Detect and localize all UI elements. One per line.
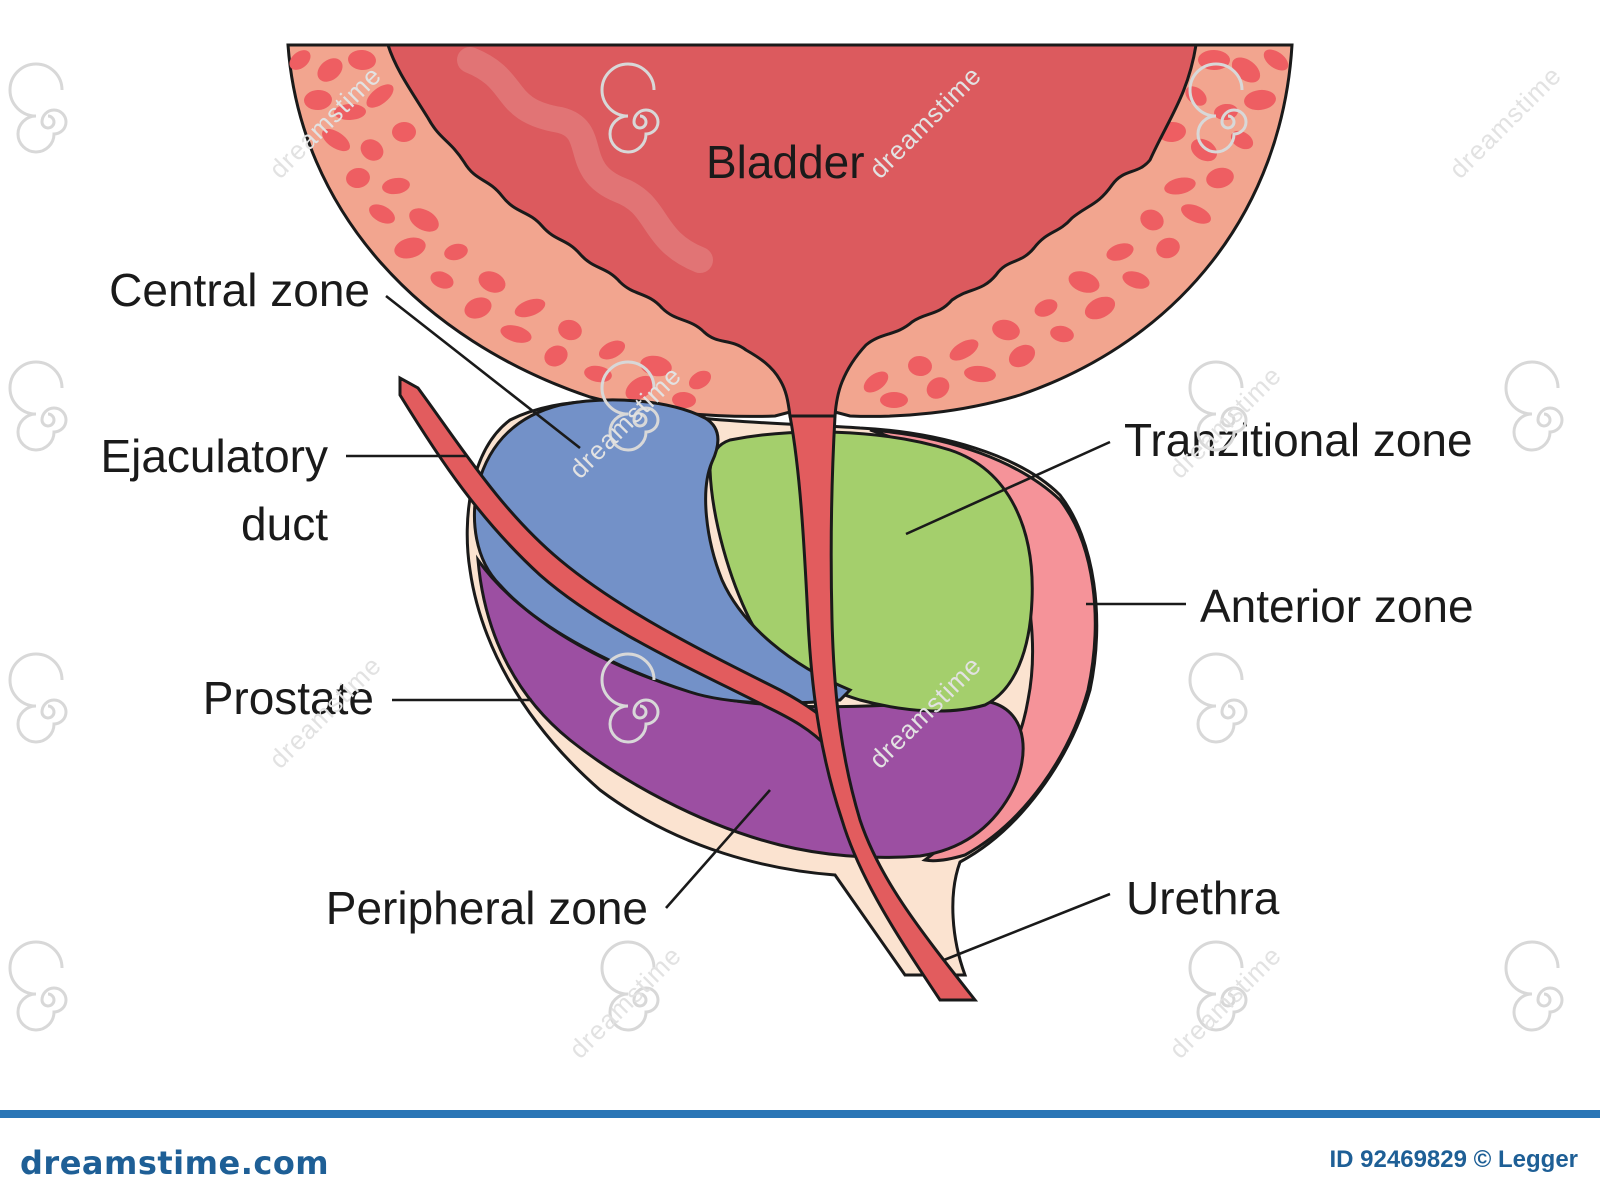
watermark-spiral-icon	[1188, 652, 1248, 744]
bladder-wall-cell	[430, 271, 454, 289]
bladder-wall-cell	[392, 121, 416, 143]
watermark-spiral-icon	[1504, 360, 1564, 452]
bladder-wall-cell	[544, 345, 568, 367]
bladder-wall-cell	[334, 103, 366, 121]
bladder-wall-cell	[1206, 167, 1234, 189]
label-central-zone: Central zone	[109, 264, 370, 316]
watermark-spiral-icon	[1188, 360, 1248, 452]
bladder-wall-cell	[409, 208, 439, 232]
bladder-wall-cell	[478, 271, 506, 293]
watermark-text: dreamstime	[1443, 60, 1567, 184]
bladder-wall-cell	[1106, 243, 1134, 261]
bladder-wall-cell	[346, 167, 370, 189]
bladder-wall-cell	[863, 371, 889, 393]
transitional-zone	[708, 430, 1034, 713]
bladder-wall-cell	[500, 325, 532, 343]
bladder-wall-cell	[289, 50, 311, 70]
bladder-wall-cell	[514, 298, 546, 318]
bladder-wall-cell	[1034, 299, 1058, 317]
bladder-wall-cell	[322, 128, 350, 152]
prostate-anatomy-diagram: Bladder Central zone Ejaculatory duct Pr…	[8, 43, 1567, 1064]
bladder-wall-cell	[304, 89, 332, 111]
bladder-wall-cell	[444, 243, 468, 261]
watermark-spiral-icon	[600, 940, 660, 1032]
watermark-spiral-icon	[8, 652, 68, 744]
bladder-wall-cell	[558, 319, 582, 341]
footer: dreamstime.com ID 92469829 © Legger	[0, 1110, 1600, 1199]
bladder-wall-cell	[1244, 89, 1276, 111]
watermark-spiral-icon	[600, 360, 660, 452]
bladder-wall-cell	[1122, 271, 1150, 289]
bladder-wall-cell	[880, 392, 908, 408]
bladder-wall-cell	[1190, 138, 1218, 162]
bladder-wall-cell	[464, 297, 492, 319]
bladder-wall-cell	[1068, 271, 1100, 293]
bladder-wall-cell	[908, 355, 932, 377]
bladder-wall-cell	[1164, 177, 1196, 195]
label-ejaculatory-duct-line1: Ejaculatory	[100, 430, 328, 482]
footer-bar	[0, 1110, 1600, 1118]
watermark-spiral-icon	[600, 62, 660, 154]
bladder-wall-cell	[1140, 209, 1164, 231]
footer-logo: dreamstime.com	[20, 1144, 330, 1182]
bladder-wall-cell	[625, 375, 655, 401]
bladder-wall-cells	[289, 49, 1289, 409]
watermark-spiral-icon	[1188, 62, 1248, 154]
watermark-spiral-icon	[1504, 940, 1564, 1032]
bladder-wall-cell	[1008, 344, 1036, 368]
bladder-wall-cell	[926, 377, 950, 399]
bladder-wall-cell	[1050, 325, 1074, 343]
watermark-spiral-icon	[8, 940, 68, 1032]
bladder-wall-cell	[1156, 237, 1180, 259]
bladder-wall-cell	[1230, 130, 1254, 150]
bladder-wall-cell	[1084, 296, 1116, 320]
label-prostate: Prostate	[203, 672, 374, 724]
bladder-wall-cell	[317, 58, 343, 82]
peripheral-zone-leader	[665, 789, 771, 909]
watermark-text: dreamstime	[563, 940, 687, 1064]
label-peripheral-zone: Peripheral zone	[326, 882, 648, 934]
bladder-wall-cell	[992, 319, 1020, 341]
watermark-spiral-icon	[8, 360, 68, 452]
bladder-wall-cell	[949, 339, 979, 361]
bladder-wall-cell	[348, 49, 376, 71]
bladder-wall-cell	[394, 237, 426, 259]
bladder-wall-cell	[1263, 49, 1289, 71]
transitional-zone-leader	[905, 440, 1111, 536]
bladder-wall-cell	[360, 139, 384, 161]
bladder-wall-cell	[366, 84, 394, 108]
bladder-wall-cell	[382, 177, 410, 195]
watermark-spiral-icon	[8, 62, 68, 154]
bladder-wall-cell	[964, 365, 996, 383]
urethra-leader	[943, 892, 1111, 962]
label-bladder: Bladder	[706, 136, 865, 188]
central-zone-leader	[385, 294, 581, 450]
label-transitional-zone: Tranzitional zone	[1124, 414, 1473, 466]
urethra	[788, 414, 979, 1002]
watermark-text: dreamstime	[1163, 940, 1287, 1064]
bladder-wall-cell	[1181, 204, 1211, 224]
watermark-spiral-icon	[600, 652, 660, 744]
label-urethra: Urethra	[1126, 872, 1280, 924]
bladder-wall-cell	[672, 391, 696, 409]
label-ejaculatory-duct-line2: duct	[241, 498, 328, 550]
bladder-wall-cell	[598, 340, 626, 360]
footer-image-id: ID 92469829 © Legger	[1329, 1146, 1578, 1173]
label-anterior-zone: Anterior zone	[1200, 580, 1474, 632]
watermark-spiral-icon	[1188, 940, 1248, 1032]
bladder-wall-cell	[688, 370, 712, 390]
bladder-wall-cell	[369, 204, 395, 224]
bladder-highlight	[457, 47, 713, 273]
